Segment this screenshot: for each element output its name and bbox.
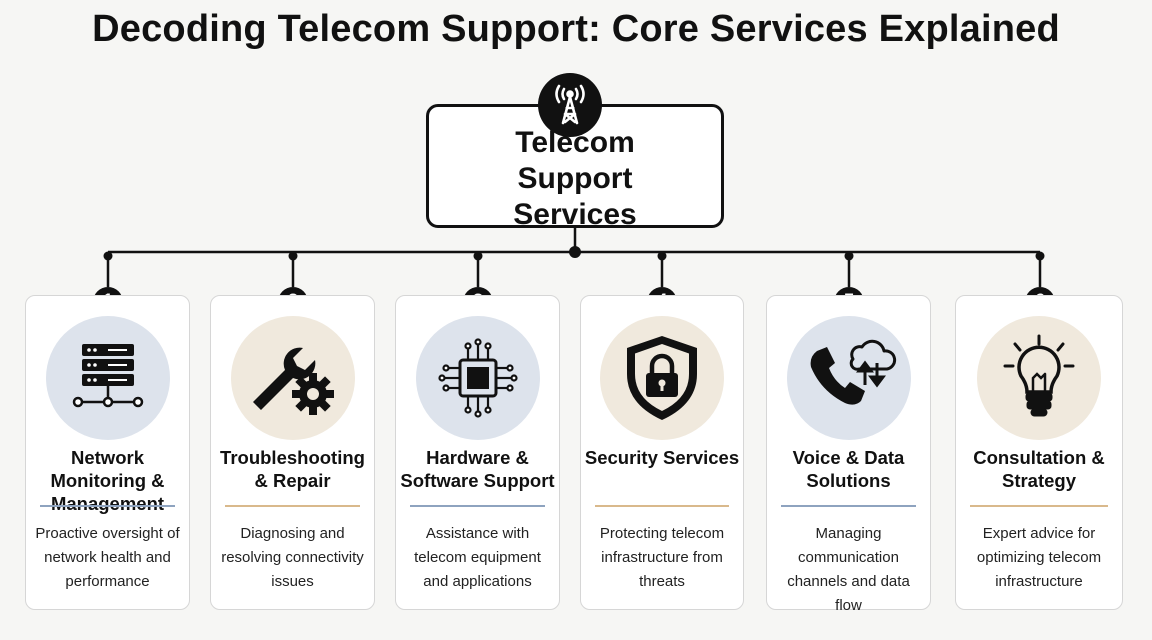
page-title: Decoding Telecom Support: Core Services … xyxy=(92,8,1060,50)
service-card-hardware-software: Hardware & Software Support Assistance w… xyxy=(395,295,560,610)
title-divider xyxy=(410,505,545,507)
service-card-voice-data: Voice & Data Solutions Managing communic… xyxy=(766,295,931,614)
service-title: Network Monitoring & Management xyxy=(50,447,165,514)
service-description: Diagnosing and resolving connectivity is… xyxy=(221,525,364,590)
title-divider xyxy=(225,505,360,507)
service-card-consultation: Consultation & Strategy Expert advice fo… xyxy=(955,295,1123,610)
root-node: Telecom Support Services xyxy=(426,104,724,231)
server-rack-icon xyxy=(45,316,170,440)
lightbulb-icon xyxy=(977,316,1101,440)
service-description: Assistance with telecom equipment and ap… xyxy=(414,525,541,590)
service-description: Expert advice for optimizing telecom inf… xyxy=(976,525,1102,590)
phone-cloud-icon xyxy=(786,316,911,440)
microchip-icon xyxy=(415,316,540,440)
cell-tower-icon xyxy=(538,73,602,137)
service-title: Security Services xyxy=(584,447,740,468)
shield-lock-icon xyxy=(600,316,724,440)
service-card-security: Security Services Protecting telecom inf… xyxy=(580,295,744,610)
title-divider xyxy=(970,505,1108,507)
wrench-gear-icon xyxy=(230,316,355,440)
service-title: Consultation & Strategy xyxy=(973,447,1105,491)
service-title: Voice & Data Solutions xyxy=(792,447,905,491)
service-description: Protecting telecom infrastructure from t… xyxy=(599,525,725,590)
title-divider xyxy=(781,505,916,507)
title-divider xyxy=(40,505,175,507)
title-divider xyxy=(595,505,729,507)
service-description: Managing communication channels and data… xyxy=(787,525,910,614)
service-card-troubleshooting: Troubleshooting & Repair Diagnosing and … xyxy=(210,295,375,610)
service-title: Hardware & Software Support xyxy=(400,447,555,491)
service-description: Proactive oversight of network health an… xyxy=(35,525,180,590)
root-label: Telecom Support Services xyxy=(513,126,637,231)
service-card-network-monitoring: Network Monitoring & Management Proactiv… xyxy=(25,295,190,610)
service-title: Troubleshooting & Repair xyxy=(220,447,365,491)
